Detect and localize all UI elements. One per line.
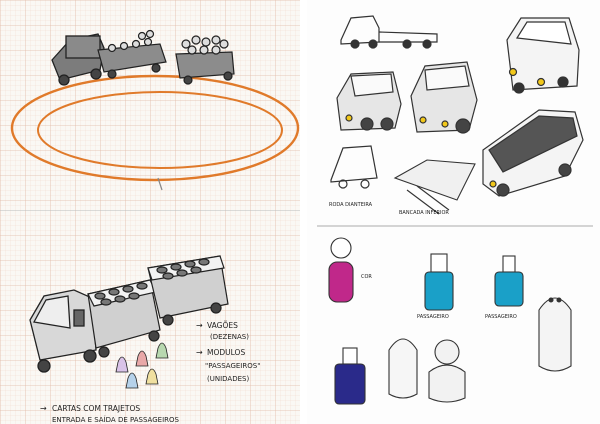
label-vagoes: VAGÕES [207, 321, 238, 330]
inner-track [37, 91, 283, 169]
label-unidades: (UNIDADES) [207, 375, 249, 383]
label-dezenas: (DEZENAS) [210, 333, 249, 341]
note-roda-dianteira: RODA DIANTEIRA [329, 202, 373, 208]
capsule-figure [538, 297, 572, 372]
wagon-b [147, 255, 229, 326]
note-passageiro-a: PASSAGEIRO [417, 314, 449, 320]
panel-divider [300, 0, 307, 424]
wagon-two [175, 35, 235, 85]
note-passageiro-b: PASSAGEIRO [485, 314, 517, 320]
seat-detail [393, 159, 476, 215]
vehicle-small [330, 145, 378, 189]
van-top-right [506, 17, 580, 94]
passenger-navy [334, 347, 366, 405]
arrow-modulos: → [196, 348, 203, 357]
passenger-cyan [424, 253, 454, 311]
design-sketch-panel: RODA DIANTEIRA BANCADA INFERIOR COR PASS… [307, 0, 600, 424]
round-figure [428, 339, 466, 403]
label-modulos: MODULOS [207, 348, 245, 357]
bus-right [482, 109, 584, 197]
passenger-cyan-small [494, 255, 524, 307]
modules-sketch: → VAGÕES (DEZENAS) → MODULOS "PASSAGEIRO… [0, 210, 300, 424]
label-passageiros: "PASSAGEIROS" [205, 362, 260, 370]
arrow-cartas: → [40, 404, 47, 413]
truck-cab [51, 33, 105, 86]
vehicle-middle [410, 61, 478, 134]
track-sketch [0, 0, 300, 210]
note-bancada-inferior: BANCADA INFERIOR [399, 210, 449, 216]
capsule-small [388, 338, 418, 399]
truck-outline [340, 15, 438, 49]
wagon-one [97, 29, 167, 79]
design-sketch: RODA DIANTEIRA BANCADA INFERIOR COR PASS… [307, 0, 600, 424]
label-cartas-line1: CARTAS COM TRAJETOS [52, 404, 140, 413]
label-cartas-line2: ENTRADA E SAÍDA DE PASSAGEIROS [52, 415, 180, 424]
wagon-a [87, 279, 161, 358]
vehicle-left [336, 71, 402, 131]
modules-sketch-panel: → VAGÕES (DEZENAS) → MODULOS "PASSAGEIRO… [0, 210, 300, 424]
track-sketch-panel [0, 0, 300, 210]
passenger-pegs [115, 342, 169, 389]
truck-cab-large [29, 289, 97, 373]
outer-track [10, 74, 300, 182]
passenger-magenta [328, 237, 354, 303]
note-cor: COR [361, 274, 372, 280]
arrow-vagoes: → [196, 321, 203, 330]
